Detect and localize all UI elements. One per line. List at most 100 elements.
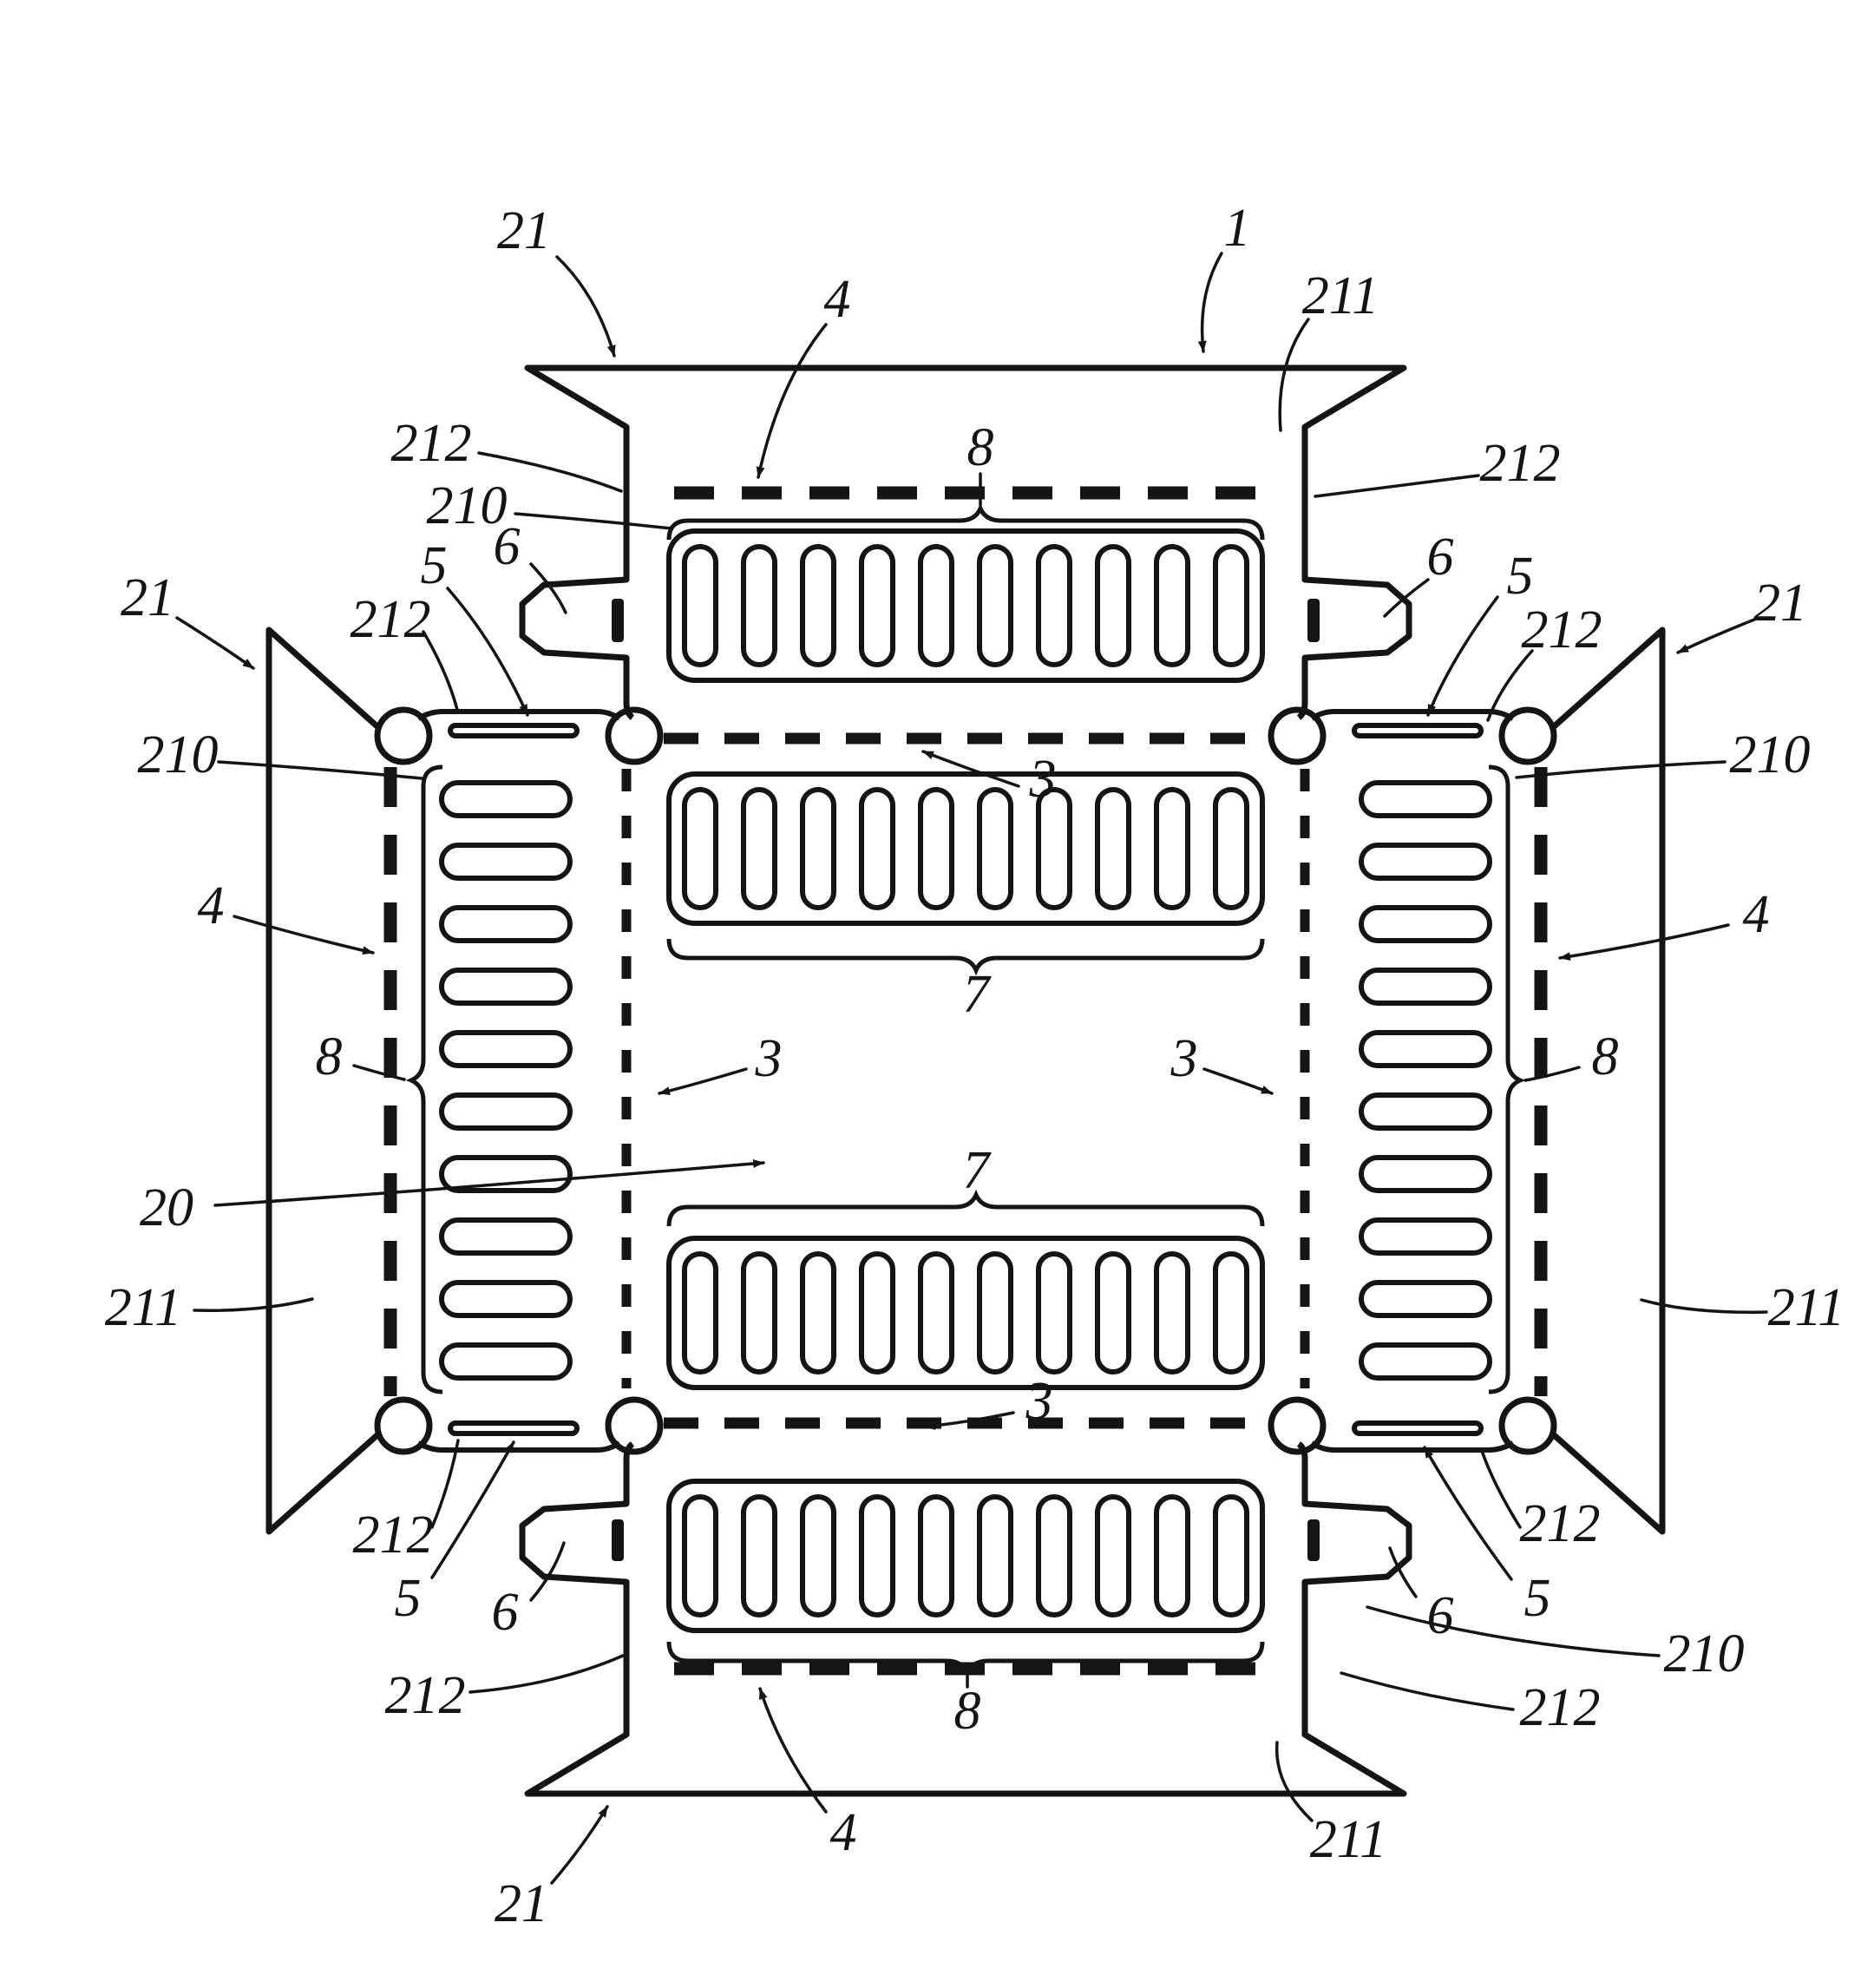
leader-4-top bbox=[756, 323, 828, 479]
vent-slot-row-1 bbox=[682, 544, 1249, 667]
label-5-bottomright: 5 bbox=[1524, 1569, 1551, 1628]
vent-slot bbox=[977, 787, 1013, 910]
group-braces bbox=[405, 502, 1526, 1679]
vent-slot bbox=[682, 1251, 718, 1375]
vent-slot-row-4 bbox=[682, 1494, 1249, 1617]
vent-slot bbox=[800, 1494, 836, 1617]
leader-21-right bbox=[1676, 618, 1756, 654]
vent-slot bbox=[439, 1342, 573, 1381]
label-212-topright-a: 212 bbox=[1480, 434, 1561, 493]
brace-7-upper bbox=[666, 938, 1265, 976]
corner-circle bbox=[605, 1396, 664, 1455]
brace-8-top bbox=[666, 502, 1265, 541]
label-8-top: 8 bbox=[967, 418, 994, 477]
leader-4-right bbox=[1558, 923, 1730, 961]
vent-slot bbox=[918, 1494, 954, 1617]
label-5-topleft: 5 bbox=[421, 536, 448, 595]
leader-lines bbox=[175, 252, 1768, 1885]
label-6-topright: 6 bbox=[1427, 528, 1454, 587]
leader-212-bottomleft-b bbox=[468, 1654, 625, 1694]
leader-21-left bbox=[175, 616, 255, 670]
top-wall-right-edge-tab bbox=[1296, 493, 1412, 720]
corner-circle bbox=[1268, 706, 1327, 765]
vent-slot bbox=[741, 1251, 777, 1375]
vent-slot bbox=[1036, 787, 1072, 910]
label-211-left: 211 bbox=[105, 1278, 181, 1337]
leader-211-left bbox=[193, 1297, 314, 1312]
leader-21-top bbox=[555, 255, 616, 358]
fold-lines bbox=[383, 486, 1548, 1676]
leader-6-topleft bbox=[529, 562, 567, 614]
label-21-right: 21 bbox=[1753, 574, 1807, 633]
vent-slot bbox=[1359, 1217, 1492, 1256]
label-212-topleft-a: 212 bbox=[391, 414, 472, 473]
label-21-top: 21 bbox=[497, 201, 551, 260]
vent-slot bbox=[1036, 1251, 1072, 1375]
vent-slot bbox=[439, 1217, 573, 1256]
closure-flaps bbox=[265, 364, 1666, 1797]
vent-slot bbox=[1359, 843, 1492, 881]
bottom-flap bbox=[524, 1669, 1407, 1797]
slot-row-outline-4 bbox=[666, 1479, 1265, 1633]
leader-6-bottomleft bbox=[529, 1541, 566, 1602]
vent-slot bbox=[977, 1494, 1013, 1617]
label-210-topleft: 210 bbox=[427, 476, 508, 535]
label-4-bottom: 4 bbox=[830, 1803, 857, 1862]
leader-3-right bbox=[1202, 1067, 1274, 1095]
corner-junctions bbox=[374, 706, 1557, 1455]
label-211-right: 211 bbox=[1768, 1278, 1845, 1337]
leader-212-topleft-a bbox=[477, 451, 623, 493]
vent-slot bbox=[682, 787, 718, 910]
leader-210-bottomright bbox=[1366, 1605, 1661, 1657]
vent-slot bbox=[977, 1251, 1013, 1375]
vent-slot bbox=[1095, 544, 1131, 667]
slot-row-outline-1 bbox=[666, 528, 1265, 683]
brace-8-right-column bbox=[1488, 764, 1526, 1394]
vent-slot bbox=[1036, 544, 1072, 667]
vent-slot bbox=[1359, 968, 1492, 1006]
vent-slot bbox=[1036, 1494, 1072, 1617]
brace-8-left-column bbox=[405, 764, 443, 1394]
bridge-edge-bottomright bbox=[1310, 1440, 1515, 1453]
leader-5-bottomright bbox=[1423, 1446, 1513, 1581]
vent-slot bbox=[1359, 1342, 1492, 1381]
label-1: 1 bbox=[1224, 199, 1251, 258]
label-5-bottomleft: 5 bbox=[395, 1569, 422, 1628]
leader-4-bottom bbox=[758, 1687, 828, 1814]
leader-1 bbox=[1197, 252, 1223, 353]
label-210-right: 210 bbox=[1730, 725, 1811, 784]
vent-slot bbox=[682, 1494, 718, 1617]
vent-slot bbox=[859, 1494, 895, 1617]
slot-row-outline-2 bbox=[666, 771, 1265, 926]
leader-212-topleft-b bbox=[422, 630, 459, 712]
label-5-topright: 5 bbox=[1507, 547, 1534, 606]
vent-slot bbox=[439, 1092, 573, 1131]
label-20: 20 bbox=[140, 1178, 193, 1237]
leader-8-right bbox=[1523, 1066, 1581, 1082]
leader-212-topright-a bbox=[1314, 474, 1480, 498]
vent-slot bbox=[918, 544, 954, 667]
slot-row-outline-3 bbox=[666, 1236, 1265, 1390]
vent-slot bbox=[918, 787, 954, 910]
leader-3-left bbox=[658, 1067, 748, 1095]
vent-slot bbox=[439, 780, 573, 818]
vent-slot bbox=[1359, 1030, 1492, 1068]
vent-slot-row-3 bbox=[682, 1251, 1249, 1375]
vent-slot bbox=[1359, 780, 1492, 818]
leader-210-left bbox=[217, 760, 423, 780]
label-7-lower: 7 bbox=[963, 1141, 993, 1200]
label-8-right: 8 bbox=[1592, 1027, 1619, 1086]
vent-slot bbox=[682, 544, 718, 667]
vent-slot bbox=[859, 1251, 895, 1375]
corner-circle bbox=[374, 706, 433, 765]
vent-slot-column-right bbox=[1359, 780, 1492, 1381]
leader-212-bottomright-b bbox=[1340, 1671, 1515, 1711]
leader-210-topleft bbox=[514, 512, 673, 530]
vent-slot-row-2 bbox=[682, 787, 1249, 910]
leader-5-bottomleft bbox=[430, 1440, 515, 1579]
label-4-right: 4 bbox=[1743, 885, 1770, 944]
corner-slit-bottomleft bbox=[448, 1420, 580, 1436]
leader-4-left bbox=[233, 915, 375, 955]
label-212-bottomright-b: 212 bbox=[1520, 1678, 1601, 1737]
